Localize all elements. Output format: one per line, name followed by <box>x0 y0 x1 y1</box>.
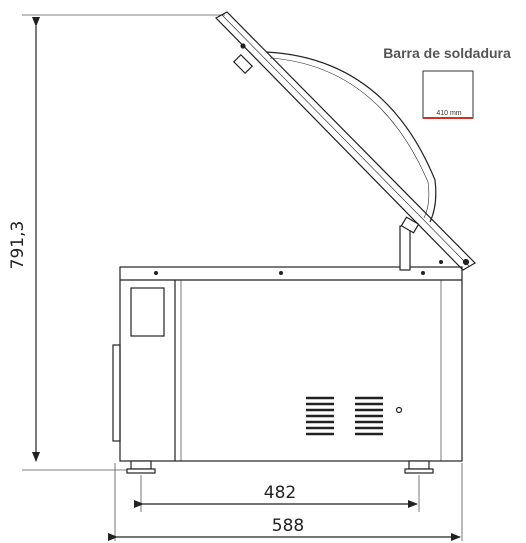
machine-body <box>112 266 463 462</box>
body-screw <box>395 406 403 414</box>
lid-handle <box>232 43 254 75</box>
width-dimensions: 482 588 <box>108 463 463 541</box>
seal-bar-title: Barra de soldadura <box>383 45 511 61</box>
top-screws <box>154 260 443 275</box>
vent-grille-left <box>306 396 334 436</box>
height-dimension: 791,3 <box>8 14 225 471</box>
vent-grille-right <box>355 396 383 436</box>
seal-bar-legend: Barra de soldadura 410 mm <box>383 45 511 119</box>
side-panel-left <box>112 344 121 442</box>
control-panel-window <box>130 287 165 337</box>
feet-width-label: 482 <box>264 483 296 503</box>
foot-left <box>126 460 156 474</box>
seal-bar-length-label: 410 mm <box>436 110 461 117</box>
seal-bar-box <box>422 70 474 119</box>
lid-dome <box>265 51 437 223</box>
lid-hinge <box>399 216 470 271</box>
total-width-label: 588 <box>272 516 304 536</box>
lid-frame <box>215 11 476 271</box>
height-dimension-label: 791,3 <box>8 221 28 270</box>
foot-right <box>404 460 434 474</box>
